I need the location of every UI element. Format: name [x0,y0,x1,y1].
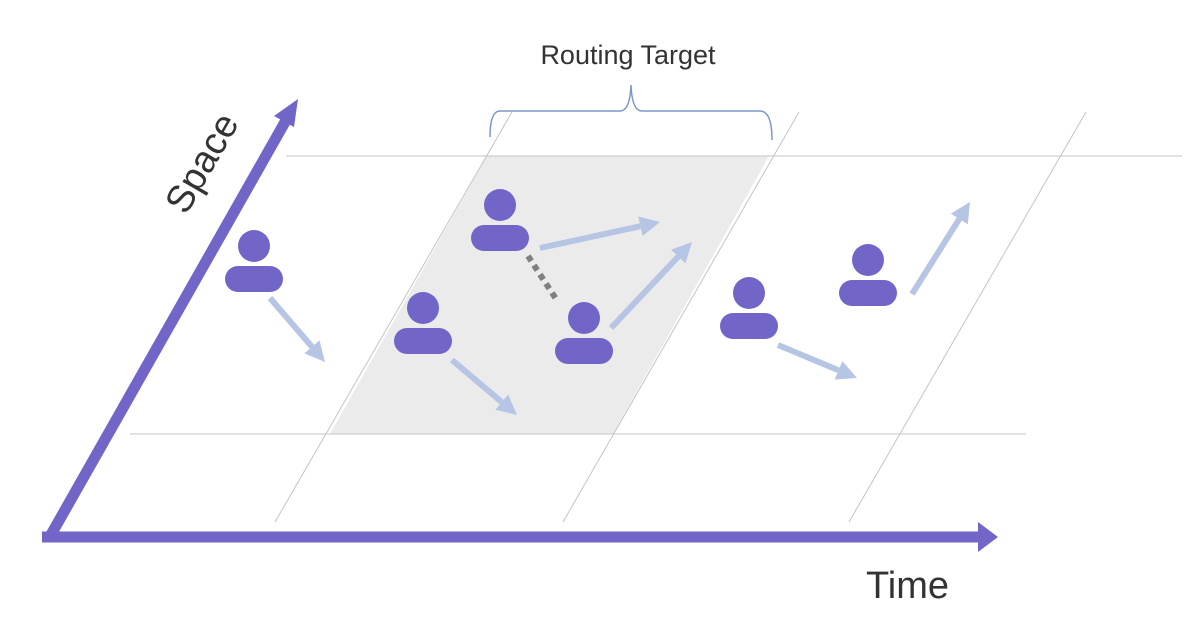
grid-line-slant-3 [848,111,1087,523]
space-axis [43,112,294,543]
motion-arrow-shaft [909,217,962,296]
motion-arrow-head [638,216,660,237]
motion-arrow-shaft [267,296,315,349]
routing-target-cell [330,156,769,434]
space-axis-arrowhead [274,99,298,127]
person-body [225,266,283,292]
time-axis-arrowhead [978,522,998,552]
person-head [238,230,270,262]
person-icon [394,292,452,354]
motion-arrow [776,342,857,380]
motion-arrow [539,216,660,251]
space-time-grid [130,111,1182,523]
motion-arrow-head [671,242,692,264]
person-body [720,313,778,339]
motion-arrow-head [304,340,325,362]
person-icon [471,189,529,251]
time-axis-label: Time [866,565,949,607]
grid-line-slant-1 [274,111,513,523]
person-head [852,244,884,276]
grid-line-slant-2 [562,111,800,523]
routing-target-brace [489,84,773,141]
motion-arrow [909,202,970,296]
motion-arrow [267,296,325,362]
person-head [484,189,516,221]
motion-arrows [267,202,970,415]
person-head [568,302,600,334]
person-icon [555,302,613,364]
motion-arrow-head [834,361,857,380]
persons [225,189,897,364]
person-icon [720,277,778,339]
motion-arrow [608,242,692,331]
person-body [839,280,897,306]
routing-target-label: Routing Target [540,40,716,70]
person-body [394,328,452,354]
axes [42,99,998,552]
person-body [555,338,613,364]
person-icon [839,244,897,306]
motion-arrow-shaft [776,342,840,374]
person-icon [225,230,283,292]
person-link [525,254,561,304]
person-body [471,225,529,251]
person-head [733,277,765,309]
motion-arrow-shaft [539,223,642,251]
motion-arrow-head [495,394,517,415]
motion-arrow-shaft [450,357,504,405]
motion-arrow-shaft [608,254,681,331]
person-head [407,292,439,324]
motion-arrow [450,357,517,415]
motion-arrow-head [950,202,970,225]
